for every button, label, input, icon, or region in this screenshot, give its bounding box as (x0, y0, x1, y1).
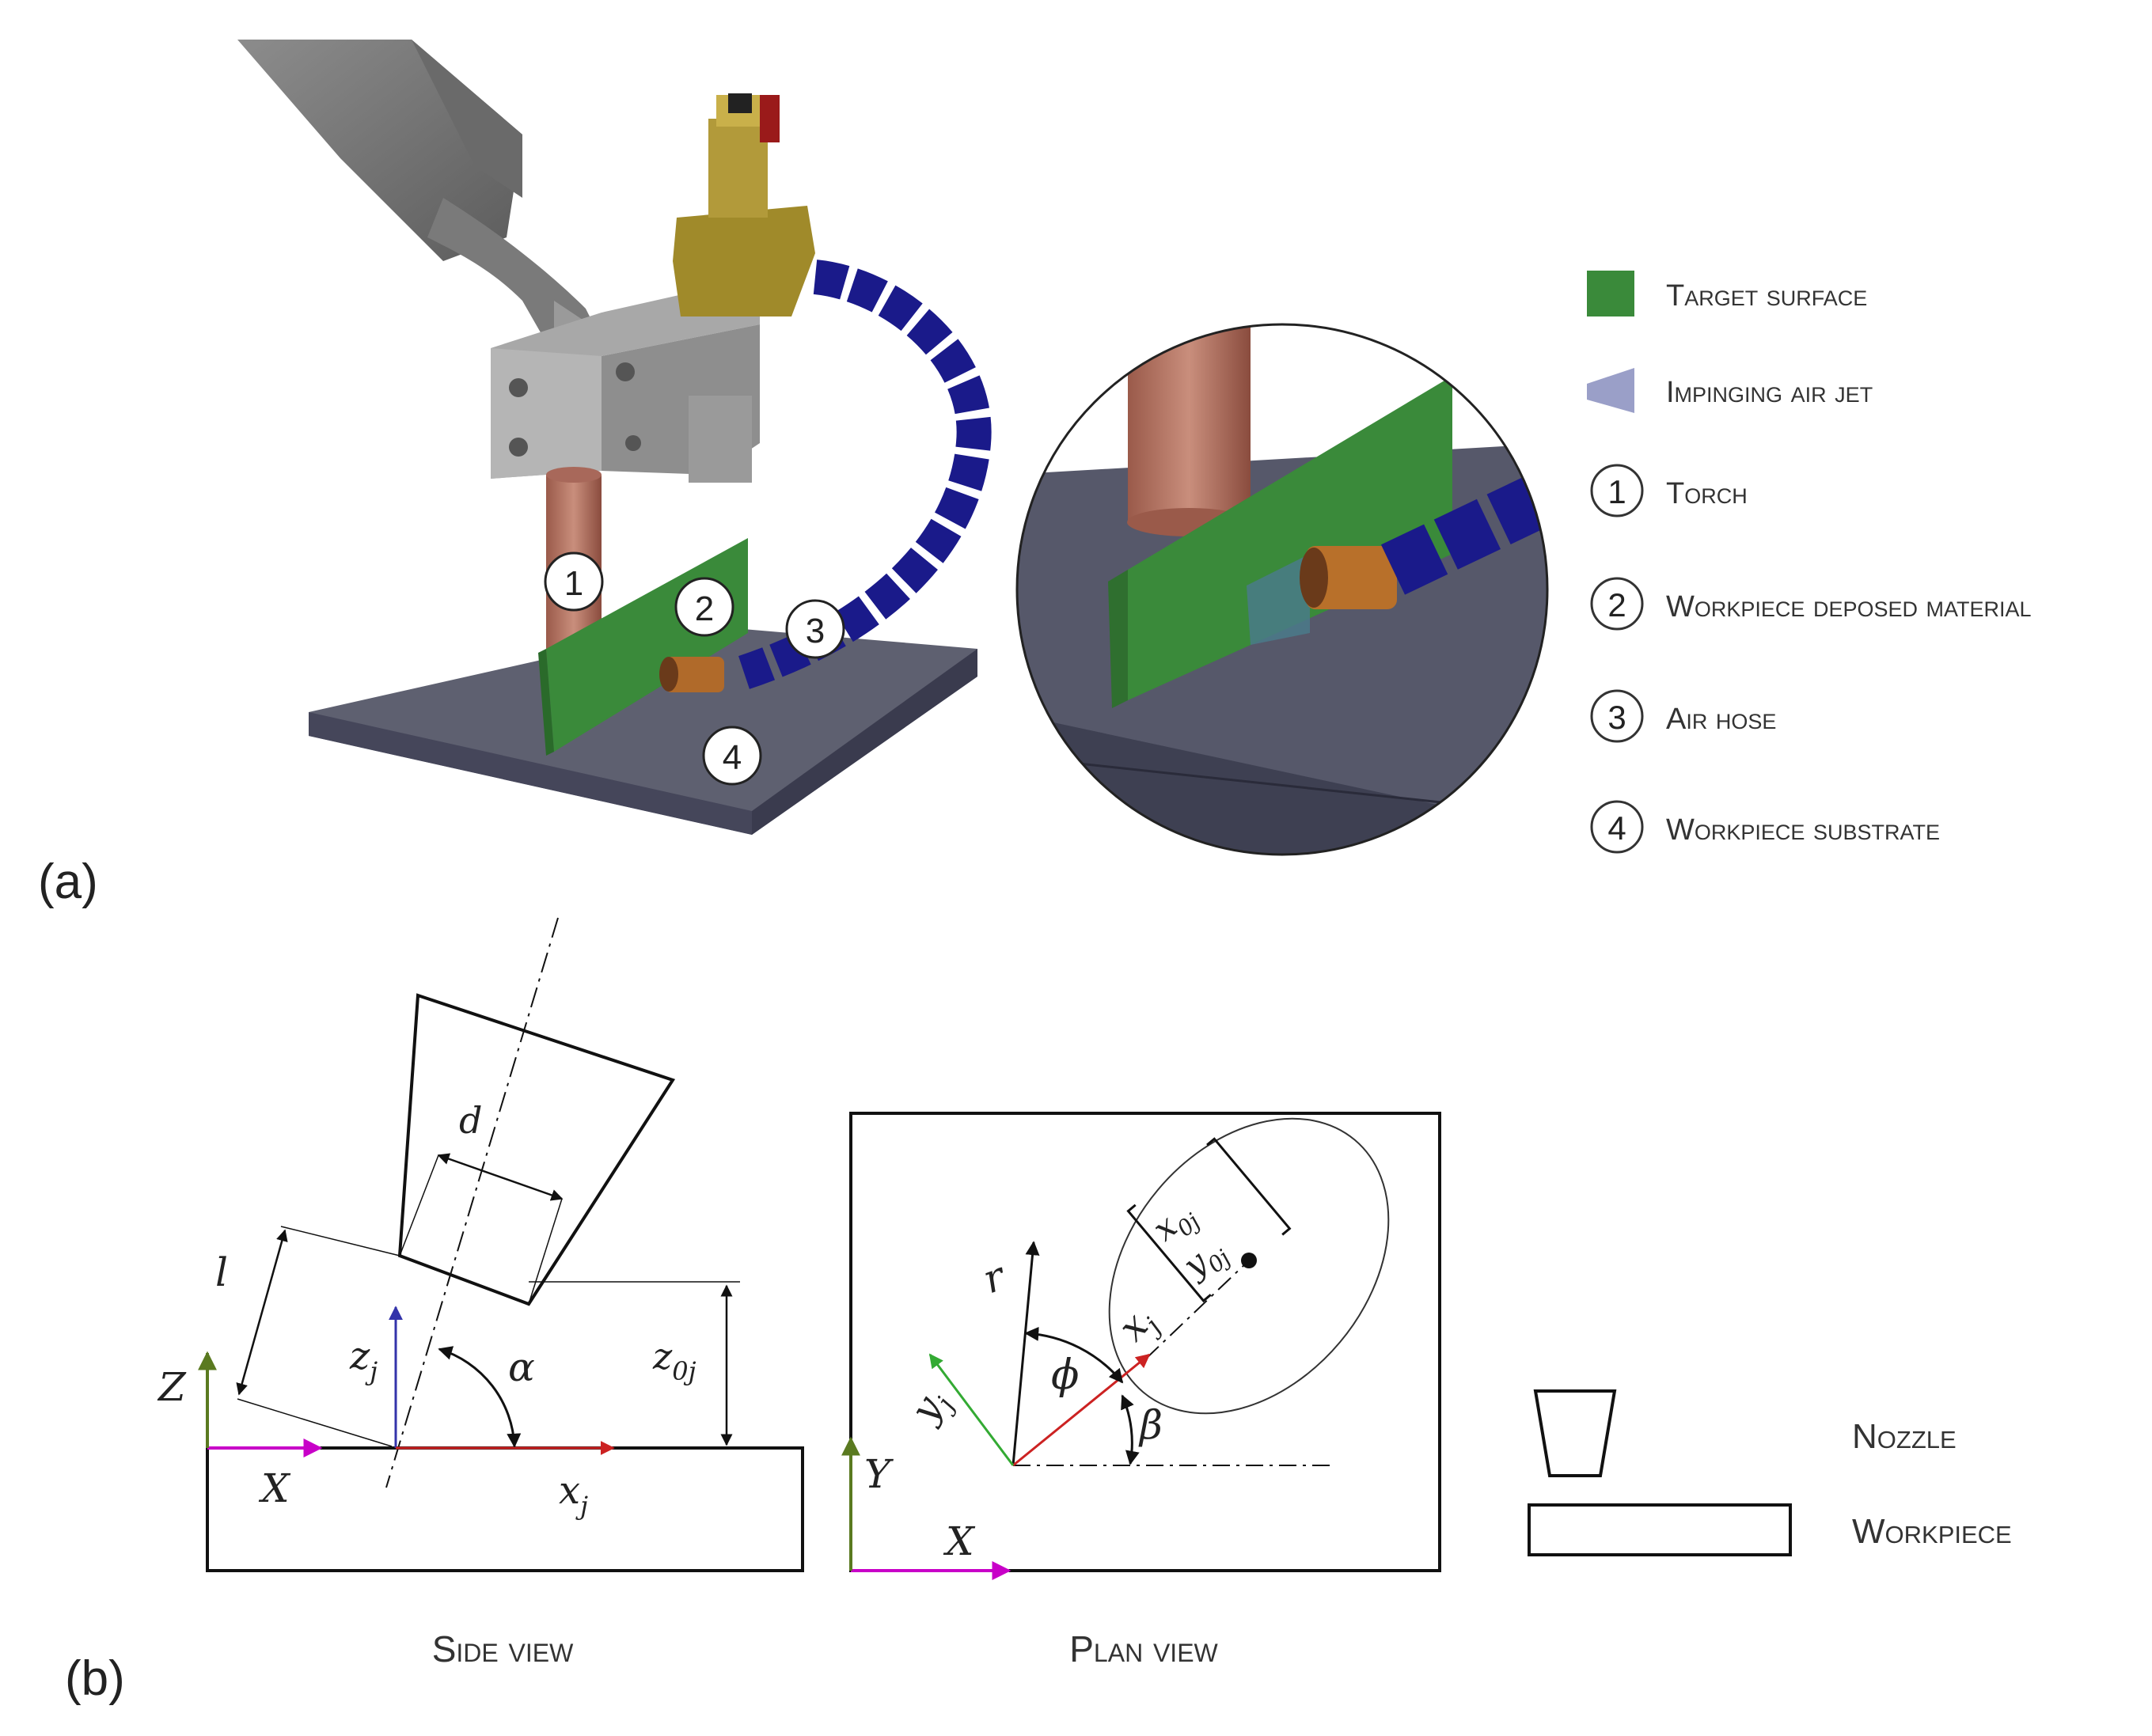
callout-3-number: 3 (806, 612, 825, 650)
label-zj: zj (349, 1334, 378, 1386)
label-beta: β (1138, 1402, 1163, 1448)
callout-4-number: 4 (723, 738, 742, 777)
side-nozzle (397, 993, 676, 1306)
panel-label-a: (a) (38, 855, 98, 909)
label-alpha: α (508, 1344, 535, 1390)
legend-b: Nozzle Workpiece (1528, 1389, 2012, 1556)
label-X-side: X (258, 1465, 291, 1511)
label-z0j-sub: 0j (672, 1356, 696, 1386)
workpiece-symbol (1528, 1503, 1792, 1556)
legend-air-jet-label: Impinging air jet (1666, 376, 1873, 409)
side-view-diagram: d l Z X zj xj α z0j Side view (157, 917, 804, 1670)
panel-label-b: (b) (65, 1651, 125, 1706)
legend-nozzle-label: Nozzle (1852, 1417, 1957, 1456)
jet-footprint-ellipse (1108, 1117, 1390, 1415)
legend-deposed-label: Workpiece deposed material (1666, 590, 2032, 624)
target-surface-swatch (1587, 271, 1634, 316)
callout-1-number: 1 (564, 564, 583, 603)
legend-torch-label: Torch (1666, 477, 1748, 510)
plan-view-diagram: r ϕ β yj xj Y X x0j y0j Plan view (841, 1112, 1441, 1670)
legend-item-substrate: 4 Workpiece substrate (1590, 800, 1940, 854)
legend-substrate-label: Workpiece substrate (1666, 813, 1940, 847)
plan-view-caption: Plan view (1069, 1628, 1218, 1670)
legend-air-hose-label: Air hose (1666, 703, 1776, 736)
assembly-illustration (237, 40, 992, 835)
nozzle-axis (385, 917, 559, 1488)
zoom-detail-circle (1015, 323, 1549, 856)
label-d: d (459, 1099, 482, 1142)
label-z0j-base: z (652, 1335, 673, 1378)
plan-workpiece (849, 1112, 1441, 1572)
label-l: l (215, 1249, 228, 1295)
label-X-plan: X (943, 1518, 976, 1564)
callout-3: 3 (785, 599, 845, 659)
label-zj-base: z (349, 1334, 370, 1378)
callout-4: 4 (702, 726, 762, 786)
side-view-caption: Side view (432, 1628, 574, 1670)
label-z0j: z0j (652, 1335, 696, 1386)
label-Y-plan: Y (864, 1451, 894, 1497)
callout-1: 1 (544, 552, 604, 612)
legend-deposed-number: 2 (1607, 586, 1626, 624)
legend-item-torch: 1 Torch (1590, 464, 1748, 517)
legend-item-air-hose: 3 Air hose (1590, 689, 1776, 743)
side-workpiece (206, 1446, 804, 1572)
label-Z-side: Z (157, 1364, 187, 1410)
legend-torch-number: 1 (1607, 473, 1626, 510)
nozzle-symbol (1533, 1389, 1617, 1477)
label-xj-side-base: x (559, 1469, 580, 1513)
callout-2: 2 (674, 577, 734, 637)
legend-workpiece-label: Workpiece (1852, 1512, 2012, 1551)
label-phi: ϕ (1051, 1351, 1079, 1399)
air-jet-swatch (1587, 368, 1634, 413)
callout-2-number: 2 (695, 589, 714, 628)
legend-a: Target surface Impinging air jet 1 Torch… (1587, 271, 2032, 854)
legend-target-surface-label: Target surface (1666, 279, 1867, 313)
legend-item-deposed-material: 2 Workpiece deposed material (1590, 577, 2032, 631)
legend-substrate-number: 4 (1607, 809, 1626, 847)
legend-air-hose-number: 3 (1607, 699, 1626, 736)
